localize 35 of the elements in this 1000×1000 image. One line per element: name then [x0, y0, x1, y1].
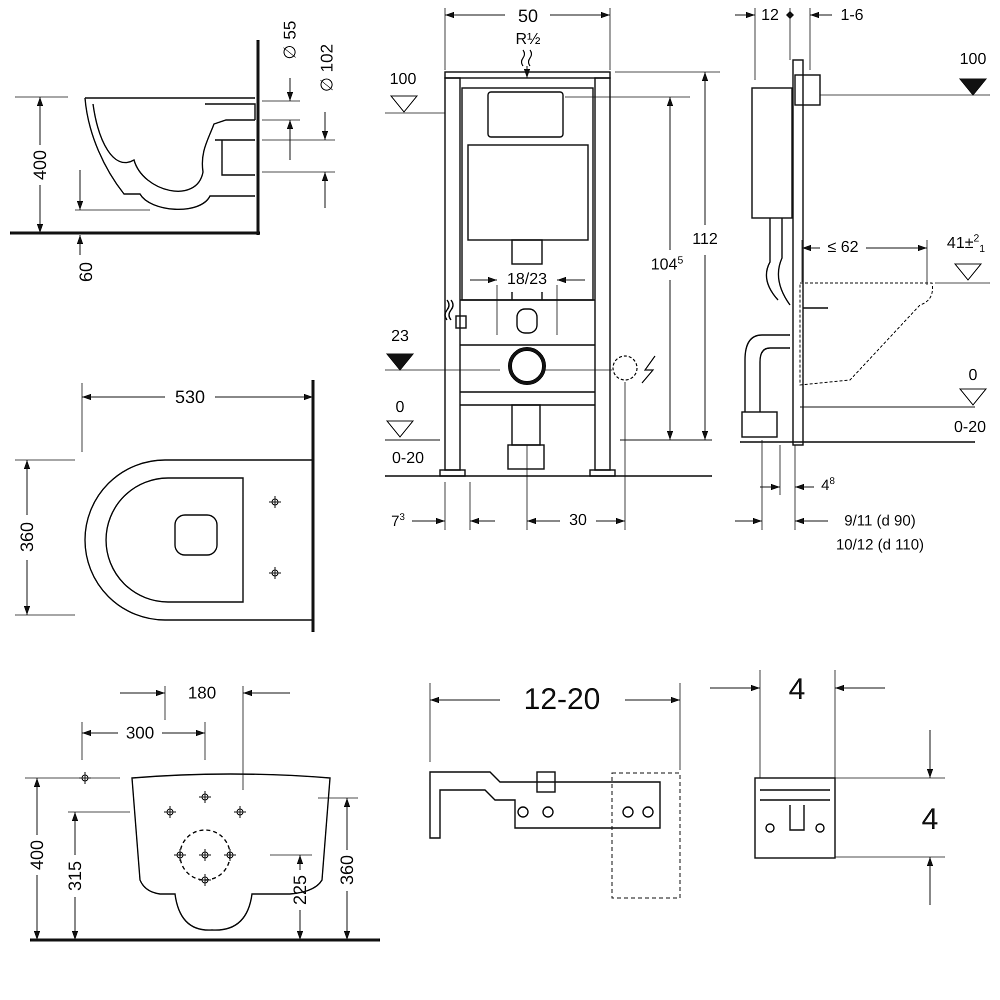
- level-label: 100: [960, 52, 986, 68]
- dimension-label: 1-6: [840, 8, 864, 24]
- dimension-label: 180: [188, 684, 216, 702]
- dimension-label: 300: [126, 724, 154, 742]
- dimension-label: ≤ 62: [827, 240, 859, 256]
- dimension-label: 400: [28, 840, 46, 870]
- dimension-label: 12: [761, 8, 779, 24]
- dimension-label: 50: [518, 7, 538, 25]
- thread-label: R½: [516, 32, 540, 48]
- dimension-label: 4: [788, 675, 806, 705]
- dimension-label: 10/12 (d 110): [836, 538, 924, 552]
- dimension-label: 4: [922, 805, 938, 835]
- dimension-label: 12-20: [524, 685, 600, 715]
- level-label: 0-20: [954, 420, 986, 436]
- level-label: 100: [390, 72, 416, 88]
- level-label: 0-20: [392, 451, 424, 467]
- level-label: 23: [391, 329, 409, 345]
- dimension-label: ∅ 102: [318, 44, 336, 92]
- level-label: 0: [396, 400, 404, 416]
- dimension-label: 530: [174, 388, 206, 406]
- dimension-label: 30: [569, 513, 587, 529]
- dimension-label: 360: [18, 522, 36, 552]
- dimension-label: 225: [291, 874, 309, 906]
- dimension-label: 104$^{5}$: [650, 256, 684, 274]
- level-label: 0: [968, 368, 978, 384]
- dimension-label: 400: [31, 150, 49, 180]
- dimension-label: 4$^{8}$: [821, 477, 835, 493]
- dimension-label: 315: [66, 860, 84, 892]
- dimension-label: 18/23: [506, 272, 548, 288]
- dimension-label: 60: [77, 262, 95, 282]
- dimension-label: 7$^{3}$: [391, 513, 405, 529]
- dimension-label: 360: [338, 854, 356, 886]
- dimension-label: 112: [692, 232, 718, 248]
- dimension-label: ∅ 55: [282, 20, 298, 60]
- dimension-label: 9/11 (d 90): [844, 514, 916, 528]
